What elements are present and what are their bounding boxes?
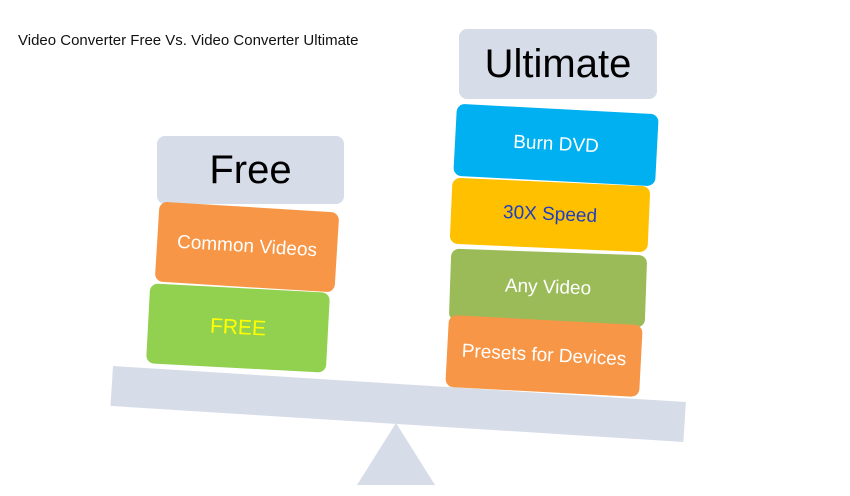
ultimate-block-speed: 30X Speed xyxy=(449,177,651,253)
ultimate-block-label: Any Video xyxy=(504,275,592,300)
free-heading: Free xyxy=(209,148,292,192)
page-title: Video Converter Free Vs. Video Converter… xyxy=(18,32,359,49)
ultimate-block-presets: Presets for Devices xyxy=(445,314,643,398)
free-block-label: Common Videos xyxy=(176,231,318,262)
free-heading-box: Free xyxy=(157,136,344,204)
ultimate-block-label: 30X Speed xyxy=(502,201,598,228)
ultimate-block-label: Burn DVD xyxy=(512,131,600,158)
ultimate-block-burn-dvd: Burn DVD xyxy=(453,103,659,187)
free-block-label: FREE xyxy=(209,314,267,341)
ultimate-block-label: Presets for Devices xyxy=(461,340,627,371)
free-block-common-videos: Common Videos xyxy=(154,201,340,293)
ultimate-heading: Ultimate xyxy=(484,42,632,86)
balance-fulcrum xyxy=(357,423,435,485)
free-block-free: FREE xyxy=(146,283,330,373)
ultimate-heading-box: Ultimate xyxy=(459,29,657,99)
